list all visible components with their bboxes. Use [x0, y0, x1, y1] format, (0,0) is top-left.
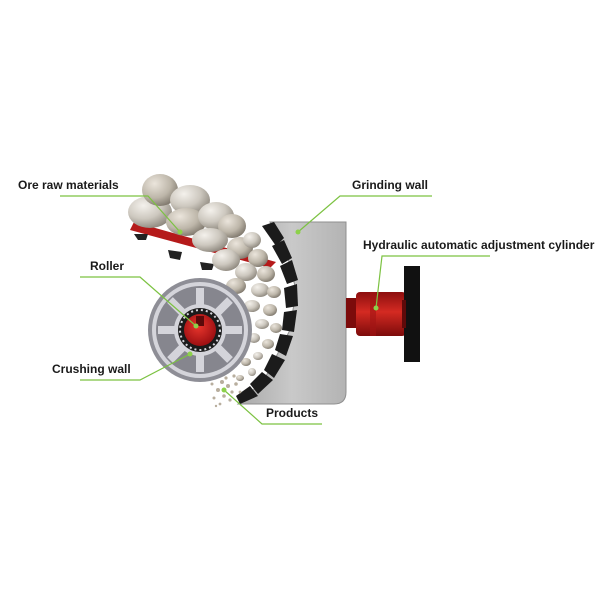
hydraulic-cylinder-icon: [346, 266, 420, 362]
leader-lines: [60, 195, 490, 425]
product-particles: [210, 374, 242, 408]
label-products: Products: [266, 406, 319, 420]
label-roller: Roller: [90, 259, 125, 273]
label-grinding-wall: Grinding wall: [352, 178, 429, 192]
label-ore-raw-materials: Ore raw materials: [18, 178, 119, 192]
label-crushing-wall: Crushing wall: [52, 362, 131, 376]
label-hydraulic-cylinder: Hydraulic automatic adjustment cylinder: [363, 238, 595, 252]
rock-pile-icon: [128, 174, 282, 381]
grinding-wall-liner: [236, 222, 298, 404]
leader-dots: [177, 229, 379, 393]
roller-assembly-icon: [148, 278, 252, 382]
